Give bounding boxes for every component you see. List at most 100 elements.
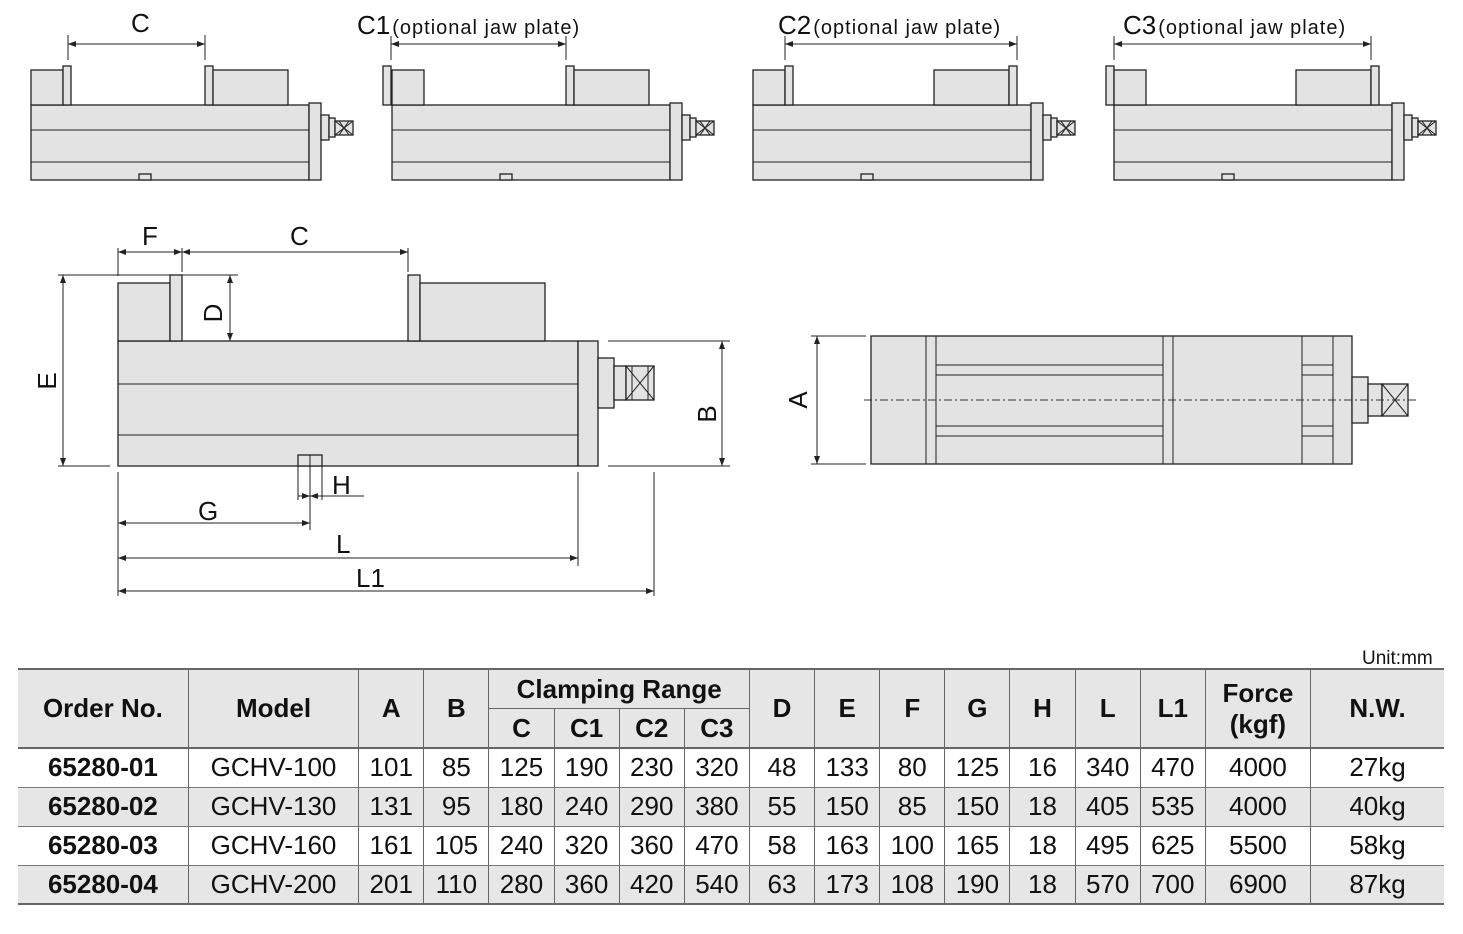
header-g: G — [944, 669, 1011, 748]
label-a: A — [783, 391, 813, 409]
cell-f: 108 — [879, 865, 946, 904]
header-c3: C3 — [683, 708, 750, 748]
cell-d: 55 — [748, 787, 816, 826]
cell-model: GCHV-200 — [187, 865, 360, 904]
cell-h: 16 — [1009, 748, 1076, 787]
cell-l1: 625 — [1139, 826, 1206, 865]
spec-table: Order No. Model A B Clamping Range D E F… — [18, 668, 1444, 905]
label-c2: C2 — [778, 10, 811, 40]
header-nw: N.W. — [1310, 669, 1444, 748]
header-c: C — [488, 708, 555, 748]
label-f: F — [142, 221, 158, 251]
table-row: 65280-02 GCHV-130 131 95 180 240 290 380… — [18, 787, 1444, 826]
label-c2-optional: (optional jaw plate) — [813, 17, 1001, 39]
cell-g: 190 — [944, 865, 1011, 904]
cell-c: 125 — [488, 748, 555, 787]
cell-force: 6900 — [1204, 865, 1312, 904]
header-force-line2: (kgf) — [1229, 708, 1287, 739]
header-model: Model — [187, 669, 360, 748]
cell-nw: 58kg — [1310, 826, 1444, 865]
cell-d: 58 — [748, 826, 816, 865]
cell-c1: 190 — [553, 748, 620, 787]
cell-f: 85 — [879, 787, 946, 826]
cell-e: 163 — [814, 826, 881, 865]
cell-order-no: 65280-03 — [18, 826, 189, 865]
cell-l: 495 — [1074, 826, 1141, 865]
label-c1: C1 — [357, 10, 390, 40]
cell-l1: 470 — [1139, 748, 1206, 787]
cell-b: 95 — [423, 787, 490, 826]
cell-l: 340 — [1074, 748, 1141, 787]
header-c1: C1 — [553, 708, 620, 748]
table-row: 65280-04 GCHV-200 201 110 280 360 420 54… — [18, 865, 1444, 904]
label-g: G — [198, 496, 218, 526]
header-l: L — [1074, 669, 1141, 748]
technical-drawings: C C1(optional jaw plate) C2(optional jaw… — [30, 8, 1437, 596]
cell-l: 570 — [1074, 865, 1141, 904]
header-force: Force(kgf) — [1204, 669, 1312, 748]
cell-e: 173 — [814, 865, 881, 904]
vise-view-c2: C2(optional jaw plate) — [752, 10, 1076, 181]
cell-nw: 27kg — [1310, 748, 1444, 787]
cell-c1: 320 — [553, 826, 620, 865]
cell-c1: 240 — [553, 787, 620, 826]
cell-c2: 290 — [618, 787, 685, 826]
svg-text:C3(optional jaw plate): C3(optional jaw plate) — [1123, 10, 1346, 40]
cell-model: GCHV-130 — [187, 787, 360, 826]
label-c3-optional: (optional jaw plate) — [1158, 17, 1346, 39]
header-force-line1: Force — [1222, 677, 1294, 708]
label-c-top: C — [131, 8, 150, 38]
cell-c3: 320 — [683, 748, 750, 787]
header-clamping-range: Clamping Range — [488, 669, 750, 709]
cell-b: 105 — [423, 826, 490, 865]
vise-view-c1: C1(optional jaw plate) — [357, 10, 715, 181]
cell-order-no: 65280-01 — [18, 748, 189, 787]
header-h: H — [1009, 669, 1076, 748]
cell-e: 150 — [814, 787, 881, 826]
cell-a: 131 — [358, 787, 425, 826]
vise-side-view — [117, 274, 655, 467]
cell-d: 48 — [748, 748, 816, 787]
header-f: F — [879, 669, 946, 748]
cell-e: 133 — [814, 748, 881, 787]
cell-a: 161 — [358, 826, 425, 865]
cell-h: 18 — [1009, 865, 1076, 904]
label-e: E — [32, 372, 62, 389]
cell-a: 201 — [358, 865, 425, 904]
svg-text:C1(optional jaw plate): C1(optional jaw plate) — [357, 10, 580, 40]
cell-force: 4000 — [1204, 748, 1312, 787]
cell-nw: 87kg — [1310, 865, 1444, 904]
svg-text:C2(optional jaw plate): C2(optional jaw plate) — [778, 10, 1001, 40]
label-l1: L1 — [356, 563, 385, 593]
cell-c2: 230 — [618, 748, 685, 787]
cell-c3: 540 — [683, 865, 750, 904]
cell-c: 240 — [488, 826, 555, 865]
cell-order-no: 65280-04 — [18, 865, 189, 904]
label-c3: C3 — [1123, 10, 1156, 40]
cell-g: 165 — [944, 826, 1011, 865]
cell-g: 125 — [944, 748, 1011, 787]
header-e: E — [814, 669, 881, 748]
label-l: L — [336, 529, 350, 559]
cell-model: GCHV-160 — [187, 826, 360, 865]
header-d: D — [748, 669, 816, 748]
cell-d: 63 — [748, 865, 816, 904]
table-row: 65280-01 GCHV-100 101 85 125 190 230 320… — [18, 748, 1444, 787]
cell-c: 280 — [488, 865, 555, 904]
label-c-side: C — [290, 221, 309, 251]
cell-l: 405 — [1074, 787, 1141, 826]
cell-b: 110 — [423, 865, 490, 904]
vise-view-c: C — [30, 8, 354, 181]
cell-f: 100 — [879, 826, 946, 865]
cell-l1: 700 — [1139, 865, 1206, 904]
cell-force: 5500 — [1204, 826, 1312, 865]
label-c1-optional: (optional jaw plate) — [392, 17, 580, 39]
cell-order-no: 65280-02 — [18, 787, 189, 826]
cell-c2: 360 — [618, 826, 685, 865]
unit-label: Unit:mm — [1362, 648, 1433, 669]
cell-l1: 535 — [1139, 787, 1206, 826]
cell-c3: 470 — [683, 826, 750, 865]
header-a: A — [358, 669, 425, 748]
header-c2: C2 — [618, 708, 685, 748]
cell-c1: 360 — [553, 865, 620, 904]
